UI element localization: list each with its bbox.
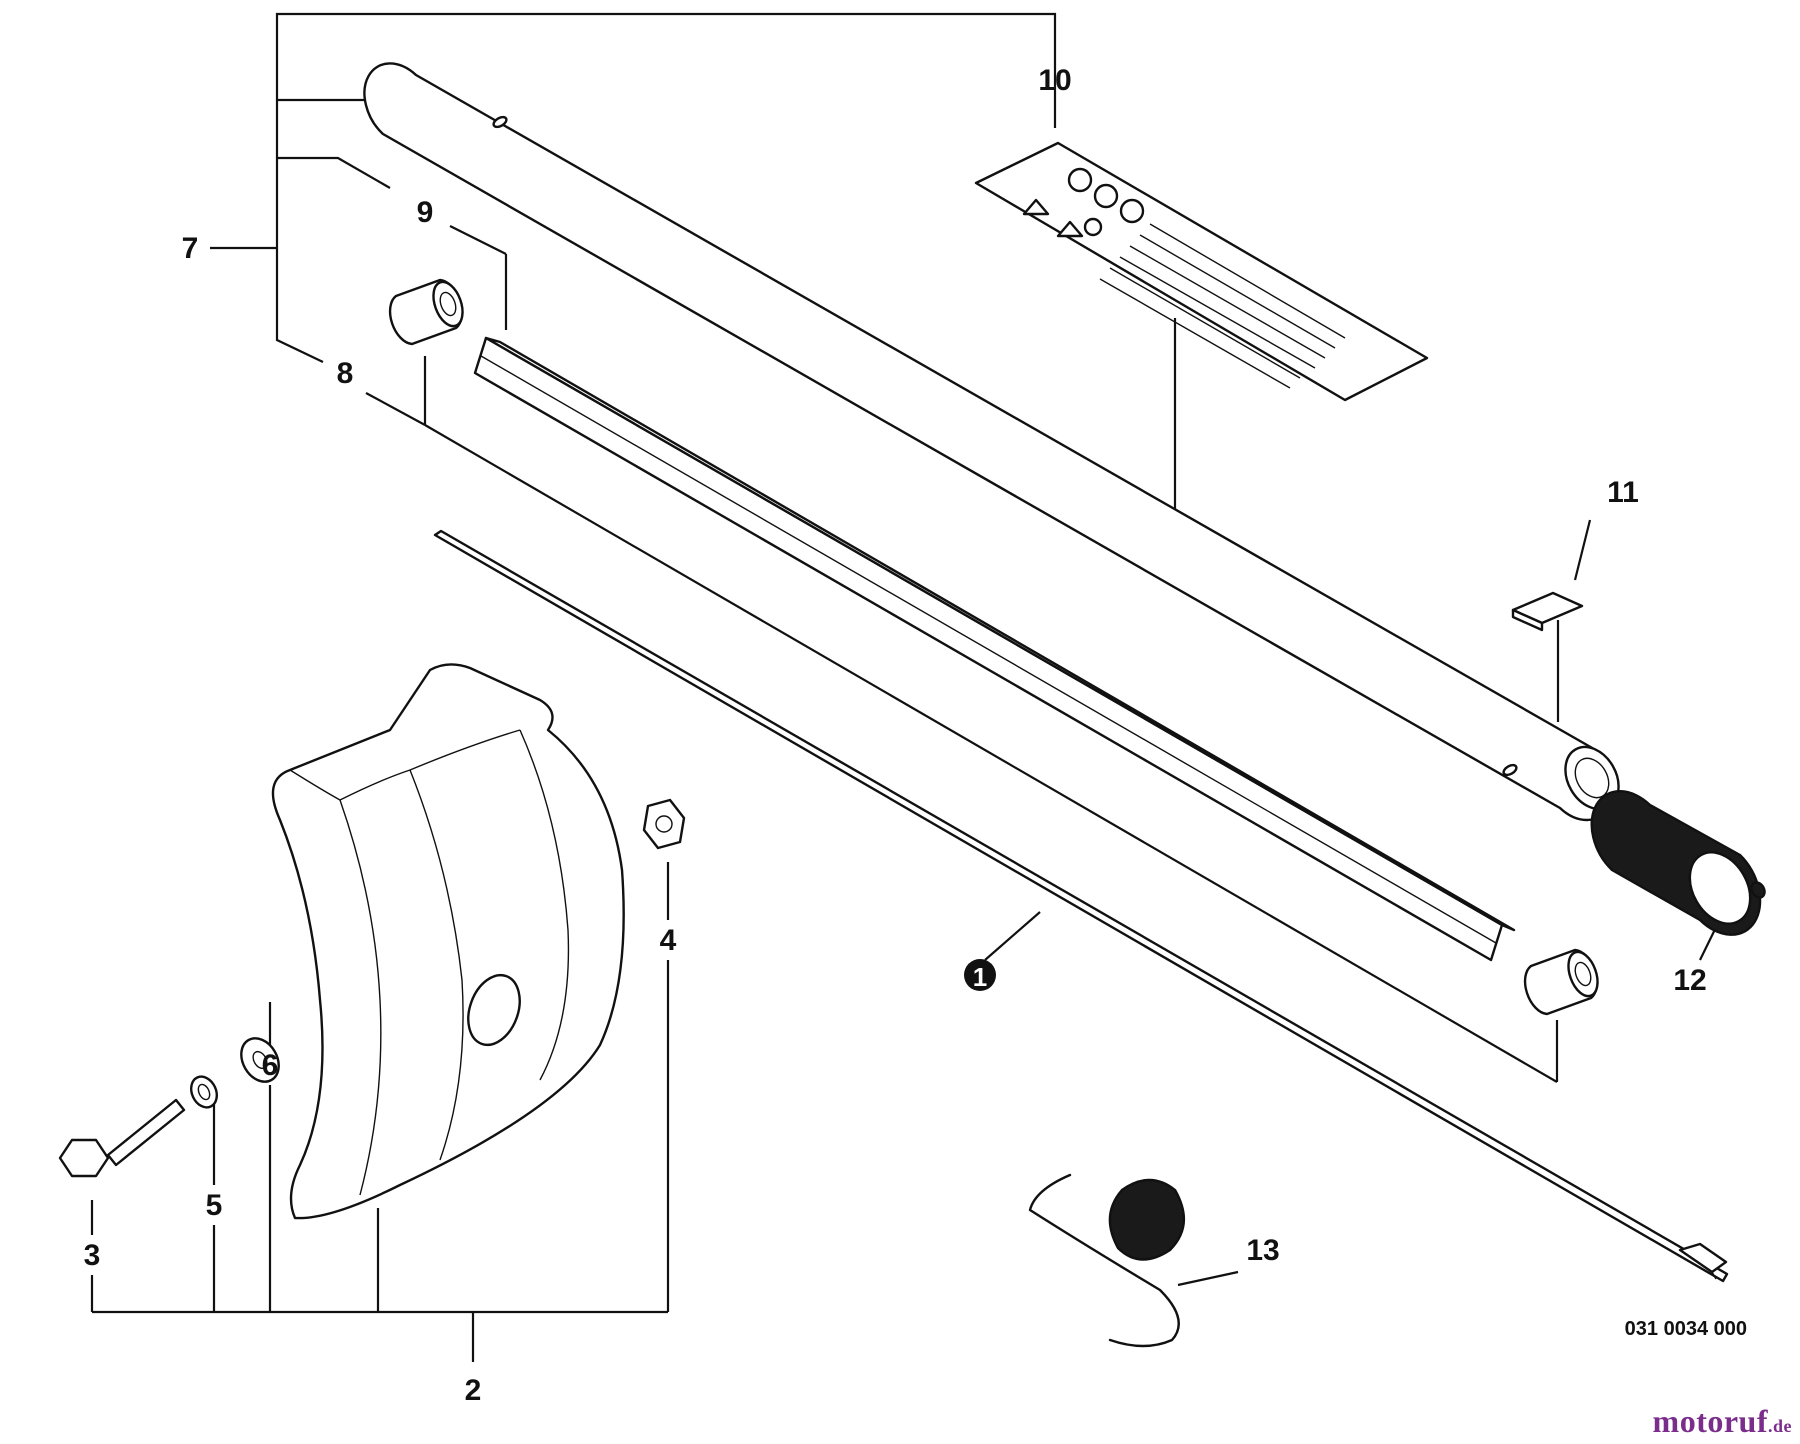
main-tube	[363, 62, 1620, 822]
bushing-upper	[388, 278, 464, 346]
debris-shield	[271, 663, 625, 1220]
watermark-main: motoruf	[1652, 1403, 1768, 1439]
square-key	[1511, 591, 1584, 632]
callout-2: 2	[465, 1374, 482, 1407]
hanger-hook	[1028, 1173, 1186, 1348]
callout-10: 10	[1038, 64, 1071, 97]
bolt	[58, 1098, 186, 1178]
flat-washer	[240, 1037, 280, 1083]
lock-washer	[189, 1075, 219, 1109]
callout-1-badge	[964, 959, 996, 991]
callout-6: 6	[262, 1049, 279, 1082]
callout-13: 13	[1246, 1234, 1279, 1267]
callout-7: 7	[182, 232, 199, 265]
warning-decal	[974, 141, 1429, 402]
bracket-10	[275, 12, 1057, 248]
callout-11: 11	[1607, 476, 1639, 509]
callout-3: 3	[84, 1239, 101, 1272]
callout-9: 9	[417, 196, 434, 229]
drive-shaft-liner	[473, 336, 1516, 962]
bushing-lower	[1523, 948, 1599, 1016]
leader-lines	[90, 12, 1724, 1362]
callout-8: 8	[337, 357, 354, 390]
grip	[1590, 790, 1766, 936]
drive-shaft	[433, 529, 1729, 1283]
hex-nut	[642, 798, 686, 850]
watermark-suffix: .de	[1768, 1416, 1792, 1436]
callout-labels: 1 2 3 4 5 6 7 8 9 10 11 12 13	[84, 64, 1707, 1407]
callout-1: 1	[973, 962, 987, 992]
reference-code: 031 0034 000	[1625, 1318, 1747, 1340]
callout-12: 12	[1673, 964, 1706, 997]
callout-4: 4	[660, 924, 677, 957]
watermark-logo: motoruf.de	[1653, 1403, 1792, 1440]
callout-5: 5	[206, 1189, 223, 1222]
